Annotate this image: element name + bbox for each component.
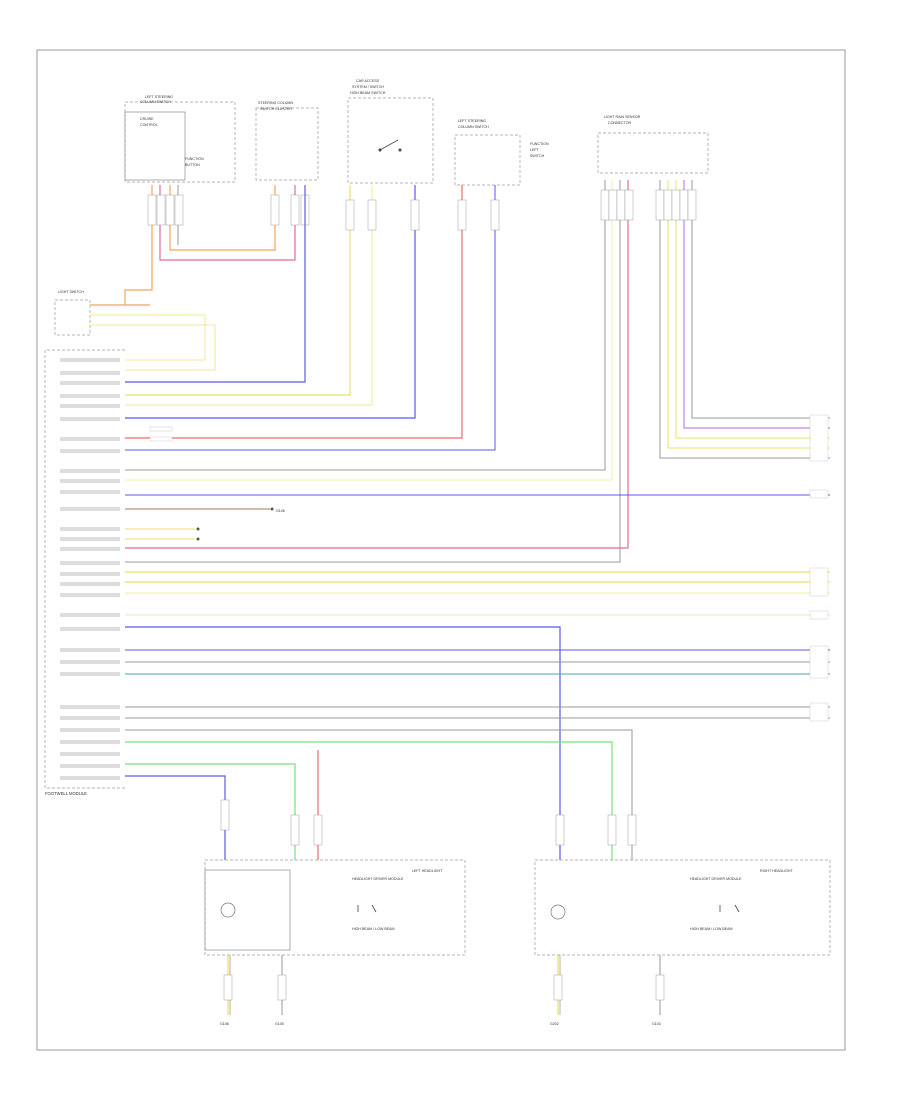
left-headlamp-label: LEFT HEADLIGHT bbox=[412, 869, 443, 873]
svg-text:LEFT STEERING: LEFT STEERING bbox=[458, 119, 486, 123]
svg-text:COLUMN SWITCH: COLUMN SWITCH bbox=[458, 125, 489, 129]
ground-label-2: G105 bbox=[275, 1022, 284, 1026]
module-left-steering-switch: LEFT STEERING COLUMN SWITCH CRUISE CONTR… bbox=[124, 95, 236, 183]
light-switch-label: LIGHT SWITCH bbox=[58, 290, 84, 294]
svg-text:LIGHT RAIN SENSOR: LIGHT RAIN SENSOR bbox=[604, 115, 641, 119]
right-headlamp-label: RIGHT HEADLIGHT bbox=[760, 869, 793, 873]
svg-text:CONTROL: CONTROL bbox=[140, 123, 158, 127]
svg-text:SWITCH CLUSTER: SWITCH CLUSTER bbox=[260, 107, 292, 111]
svg-text:FUNCTION: FUNCTION bbox=[530, 142, 549, 146]
footwell-pin-labels bbox=[60, 358, 120, 780]
module-car-access: CAR ACCESS SYSTEM / SWITCH HIGH BEAM SWI… bbox=[347, 79, 434, 184]
module-steering-cluster: STEERING COLUMN SWITCH CLUSTER bbox=[255, 101, 319, 181]
svg-text:BUTTON: BUTTON bbox=[185, 163, 200, 167]
right-headlamp-inner-label: HEADLIGHT DRIVER MODULE bbox=[690, 877, 742, 881]
svg-text:CRUISE: CRUISE bbox=[140, 117, 154, 121]
svg-text:SYSTEM / SWITCH: SYSTEM / SWITCH bbox=[352, 85, 384, 89]
svg-text:COLUMN SWITCH: COLUMN SWITCH bbox=[140, 100, 171, 104]
ground-wires bbox=[223, 955, 665, 1015]
footwell-module-label: FOOTWELL MODULE bbox=[45, 791, 87, 796]
svg-text:LEFT: LEFT bbox=[530, 148, 540, 152]
left-headlamp: LEFT HEADLIGHT HEADLIGHT DRIVER MODULE H… bbox=[204, 859, 466, 956]
diagram-frame bbox=[36, 49, 846, 1051]
svg-text:HIGH BEAM SWITCH: HIGH BEAM SWITCH bbox=[350, 91, 386, 95]
ground-label-1: G106 bbox=[220, 1022, 229, 1026]
svg-text:LEFT STEERING: LEFT STEERING bbox=[145, 95, 173, 99]
svg-text:FUNCTION: FUNCTION bbox=[185, 157, 204, 161]
ground-label-4: G103 bbox=[652, 1022, 661, 1026]
left-headlamp-sub-label: HIGH BEAM / LOW BEAM bbox=[352, 927, 395, 931]
right-headlamp: RIGHT HEADLIGHT HEADLIGHT DRIVER MODULE … bbox=[534, 859, 831, 956]
top-wire-labels bbox=[147, 194, 310, 226]
module-light-rain-sensor: LIGHT RAIN SENSOR CONNECTOR bbox=[597, 115, 709, 174]
module-left-column-switch-2: LEFT STEERING COLUMN SWITCH FUNCTION LEF… bbox=[454, 119, 549, 186]
svg-text:G106: G106 bbox=[276, 509, 285, 513]
ground-label-3: G202 bbox=[550, 1022, 559, 1026]
bus-wires bbox=[125, 494, 830, 860]
svg-text:CONNECTOR: CONNECTOR bbox=[608, 121, 631, 125]
left-headlamp-inner-label: HEADLIGHT DRIVER MODULE bbox=[352, 877, 404, 881]
svg-text:STEERING COLUMN: STEERING COLUMN bbox=[258, 101, 293, 105]
footwell-module: FOOTWELL MODULE bbox=[44, 349, 125, 796]
ground-marker-mid: G106 bbox=[196, 507, 285, 541]
light-switch: LIGHT SWITCH bbox=[54, 290, 91, 336]
svg-text:SWITCH: SWITCH bbox=[530, 154, 545, 158]
ground-labels: G106 G105 G202 G103 bbox=[220, 1022, 661, 1026]
svg-text:CAR ACCESS: CAR ACCESS bbox=[356, 79, 380, 83]
right-headlamp-sub-label: HIGH BEAM / LOW BEAM bbox=[690, 927, 733, 931]
